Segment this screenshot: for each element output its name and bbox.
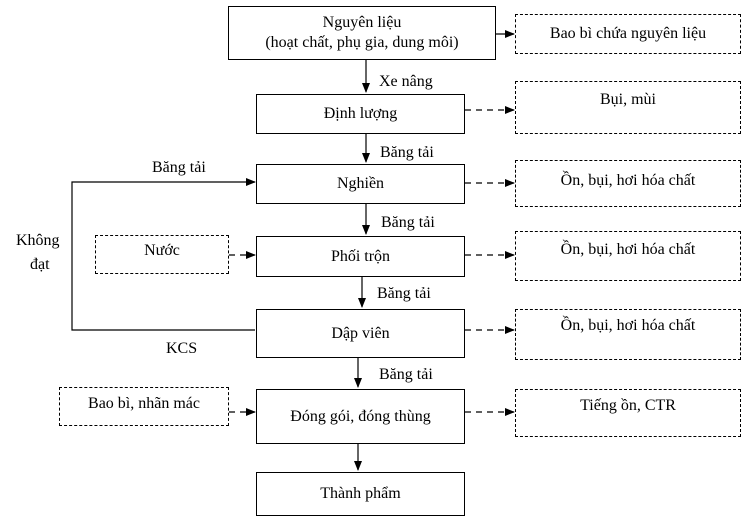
- product-label: Thành phẩm: [320, 485, 401, 502]
- dosing-box: Định lượng: [256, 94, 465, 134]
- packing-label: Đóng gói, đóng thùng: [290, 407, 431, 425]
- dosing-label: Định lượng: [323, 105, 398, 122]
- grinding-box: Nghiền: [256, 164, 465, 204]
- raw-packaging-waste-box: Bao bì chứa nguyên liệu: [515, 14, 741, 54]
- packaging-label: Bao bì, nhãn mác: [88, 394, 200, 412]
- raw-material-line2: (hoạt chất, phụ gia, dung môi): [265, 34, 459, 51]
- arrow-rejected-loop: [71, 178, 256, 331]
- grinding-emission-box: Ồn, bụi, hơi hóa chất: [515, 160, 741, 207]
- tableting-label: Dập viên: [331, 324, 390, 342]
- not-passed-label-line1: Không: [16, 232, 60, 249]
- packing-box: Đóng gói, đóng thùng: [256, 389, 465, 444]
- kcs-label: KCS: [166, 340, 198, 357]
- conveyor-label-4: Băng tải: [379, 366, 433, 383]
- raw-material-line1: Nguyên liệu: [322, 14, 402, 31]
- packing-emission-box: Tiếng ồn, CTR: [515, 389, 741, 437]
- packaging-input-box: Bao bì, nhãn mác: [59, 387, 229, 426]
- mixing-emission-box: Ồn, bụi, hơi hóa chất: [515, 231, 741, 281]
- packing-emission-label: Tiếng ồn, CTR: [580, 397, 676, 414]
- conveyor-label-3: Băng tải: [377, 285, 431, 302]
- mixing-emission-label: Ồn, bụi, hơi hóa chất: [560, 241, 696, 258]
- dosing-emission-label: Bụi, mùi: [599, 91, 656, 108]
- dosing-emission-box: Bụi, mùi: [515, 81, 741, 134]
- tableting-emission-box: Ồn, bụi, hơi hóa chất: [515, 309, 741, 360]
- grinding-label: Nghiền: [336, 175, 385, 192]
- water-input-box: Nước: [95, 235, 229, 274]
- grinding-emission-label: Ồn, bụi, hơi hóa chất: [560, 172, 696, 189]
- tableting-emission-label: Ồn, bụi, hơi hóa chất: [560, 317, 696, 334]
- forklift-label: Xe nâng: [379, 73, 433, 90]
- product-box: Thành phẩm: [256, 472, 465, 516]
- conveyor-label-1: Băng tải: [380, 144, 434, 161]
- water-label: Nước: [144, 241, 180, 259]
- mixing-label: Phối trộn: [330, 247, 391, 265]
- raw-material-box: Nguyên liệu (hoạt chất, phụ gia, dung mô…: [228, 6, 496, 60]
- tableting-box: Dập viên: [256, 309, 465, 358]
- conveyor-label-2: Băng tải: [381, 214, 435, 231]
- conveyor-return-label: Băng tải: [152, 159, 206, 176]
- not-passed-label-line2: đạt: [30, 256, 50, 273]
- raw-packaging-waste-label: Bao bì chứa nguyên liệu: [549, 25, 707, 42]
- mixing-box: Phối trộn: [256, 236, 465, 277]
